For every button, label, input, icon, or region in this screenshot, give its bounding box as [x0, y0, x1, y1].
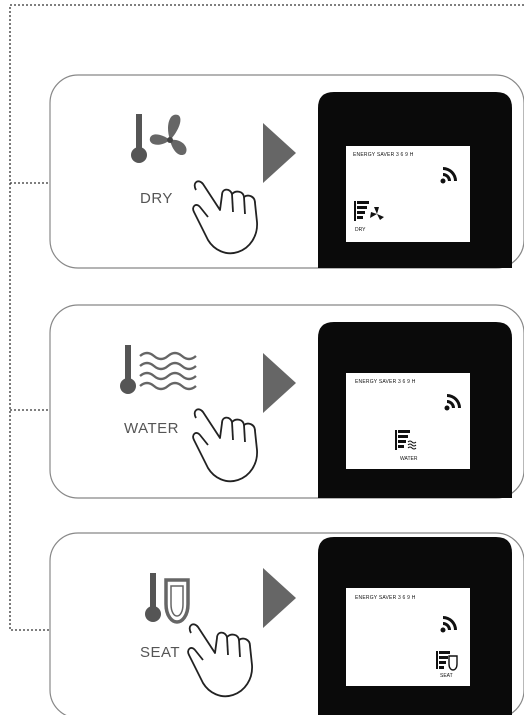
panel-label-dry: DRY — [140, 190, 173, 207]
panel-water — [50, 305, 524, 498]
lcd-display — [318, 537, 512, 715]
panel-label-seat: SEAT — [140, 644, 180, 661]
panel-seat — [50, 533, 524, 715]
lcd-mode-label: SEAT — [440, 673, 453, 679]
panel-dry — [50, 75, 524, 268]
lcd-mode-label: DRY — [355, 227, 365, 233]
lcd-header-text: ENERGY SAVER 3 6 9 H — [353, 152, 414, 158]
lcd-display — [318, 92, 512, 268]
lcd-mode-label: WATER — [400, 456, 418, 462]
panel-label-water: WATER — [124, 420, 179, 437]
lcd-display — [318, 322, 512, 498]
lcd-header-text: ENERGY SAVER 3 6 9 H — [355, 379, 416, 385]
lcd-header-text: ENERGY SAVER 3 6 9 H — [355, 595, 416, 601]
